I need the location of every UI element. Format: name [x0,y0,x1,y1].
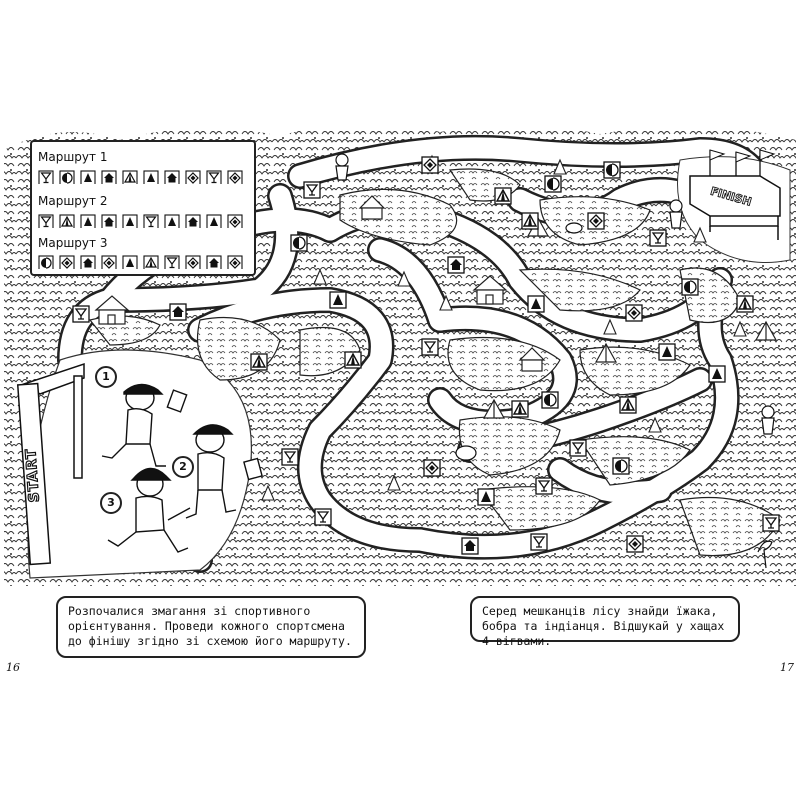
runner-3 [107,467,191,553]
tree-icon [143,170,159,184]
runner-1 [101,383,188,467]
route-3-title: Маршрут 3 [38,236,108,250]
tent-icon [143,255,159,269]
route-legend: Маршрут 1 Маршрут 2 Маршрут 3 [30,140,256,276]
tree-icon [122,214,138,228]
runner-2 [185,424,263,519]
tree-icon [122,255,138,269]
tent-icon [122,170,138,184]
glass-icon [206,170,222,184]
diamond-icon [185,170,201,184]
diamond-icon [227,170,243,184]
diamond-icon [101,255,117,269]
forest-characters [335,153,775,569]
diamond-icon [59,255,75,269]
page-number-left: 16 [6,661,20,674]
half-circle-icon [59,170,75,184]
glass-icon [38,170,54,184]
runner-number-1: 1 [95,366,117,388]
tree-icon [80,214,96,228]
diamond-icon [185,255,201,269]
finish-gate: FINISH [689,149,781,240]
start-label: START [23,448,43,503]
start-gate: START [16,362,85,566]
route-2-sequence [38,214,243,228]
route-1-sequence [38,170,243,184]
tent-icon [59,214,75,228]
left-caption: Розпочалися змагання зі спортивного оріє… [56,596,366,658]
half-circle-icon [38,255,54,269]
runner-number-3: 3 [100,492,122,514]
runner-number-2: 2 [172,456,194,478]
house-icon [101,170,117,184]
house-icon [101,214,117,228]
tree-icon [164,214,180,228]
glass-icon [38,214,54,228]
right-caption: Серед мешканців лісу знайди їжака, бобра… [470,596,740,648]
house-icon [164,170,180,184]
route-1-title: Маршрут 1 [38,150,108,164]
diamond-icon [227,255,243,269]
tree-icon [80,170,96,184]
glass-icon [164,255,180,269]
house-icon [206,255,222,269]
glass-icon [143,214,159,228]
diamond-icon [227,214,243,228]
house-icon [80,255,96,269]
route-3-sequence [38,255,243,269]
house-icon [185,214,201,228]
page-number-right: 17 [780,661,794,674]
tree-icon [206,214,222,228]
route-2-title: Маршрут 2 [38,194,108,208]
